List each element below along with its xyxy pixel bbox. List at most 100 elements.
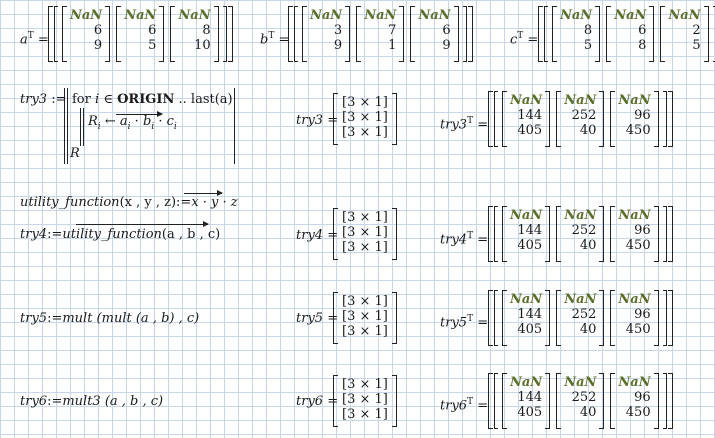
matrix-cell[interactable]: 252: [571, 223, 597, 238]
matrix-cell[interactable]: 40: [579, 238, 597, 253]
matrix-cell[interactable]: 252: [571, 307, 597, 322]
matrix-cell[interactable]: 144: [517, 223, 543, 238]
matrix-cell[interactable]: 450: [625, 238, 651, 253]
nested-cell[interactable]: [3 × 1]: [342, 392, 388, 407]
nested-cell[interactable]: [3 × 1]: [342, 110, 388, 125]
try4-definition[interactable]: try4:=utility_function(a , b , c): [20, 227, 221, 242]
program-right-bar: [234, 88, 235, 164]
matrix-cell[interactable]: 5: [148, 38, 157, 53]
nan-cell[interactable]: NaN: [614, 8, 647, 23]
try6-result-label: try6 =: [296, 394, 339, 409]
matrix-cell[interactable]: 6: [148, 23, 157, 38]
matrix-cell[interactable]: 96: [634, 390, 651, 405]
matrix-cell[interactable]: 40: [579, 123, 597, 138]
matrix-cell[interactable]: 9: [93, 38, 103, 53]
nan-cell[interactable]: NaN: [668, 8, 701, 23]
try3-transpose-label: try3T =: [440, 116, 489, 133]
a-transpose-label: aT =: [20, 31, 49, 48]
matrix-cell[interactable]: 40: [579, 405, 597, 420]
nested-cell[interactable]: [3 × 1]: [342, 210, 388, 225]
nan-cell[interactable]: NaN: [618, 375, 651, 390]
try4-transpose-label: try4T =: [440, 231, 489, 248]
nan-cell[interactable]: NaN: [618, 208, 651, 223]
matrix-cell[interactable]: 450: [625, 123, 651, 138]
nested-cell[interactable]: [3 × 1]: [342, 377, 388, 392]
matrix-cell[interactable]: 144: [517, 390, 543, 405]
matrix-cell[interactable]: 40: [579, 322, 597, 337]
matrix-cell[interactable]: 10: [194, 38, 211, 53]
matrix-cell[interactable]: 7: [388, 23, 397, 38]
matrix-cell[interactable]: 144: [517, 307, 543, 322]
nan-cell[interactable]: NaN: [70, 8, 103, 23]
matrix-cell[interactable]: 405: [517, 405, 543, 420]
nan-cell[interactable]: NaN: [124, 8, 157, 23]
matrix-cell[interactable]: 6: [442, 23, 451, 38]
nan-cell[interactable]: NaN: [564, 208, 597, 223]
program-bar-inner: [67, 88, 68, 164]
matrix-cell[interactable]: 405: [517, 322, 543, 337]
matrix-cell[interactable]: 6: [638, 23, 647, 38]
matrix-cell[interactable]: 8: [638, 38, 647, 53]
nan-cell[interactable]: NaN: [510, 93, 543, 108]
matrix-cell[interactable]: 9: [442, 38, 451, 53]
nested-cell[interactable]: [3 × 1]: [342, 294, 388, 309]
nan-cell[interactable]: NaN: [510, 375, 543, 390]
nan-cell[interactable]: NaN: [178, 8, 211, 23]
matrix-cell[interactable]: 9: [333, 38, 343, 53]
nan-cell[interactable]: NaN: [560, 8, 593, 23]
matrix-cell[interactable]: 8: [583, 23, 593, 38]
matrix-cell[interactable]: 405: [517, 238, 543, 253]
nan-cell[interactable]: NaN: [618, 93, 651, 108]
nan-cell[interactable]: NaN: [564, 292, 597, 307]
nested-cell[interactable]: [3 × 1]: [342, 407, 388, 422]
matrix-cell[interactable]: 96: [634, 223, 651, 238]
try3-program[interactable]: try3 := for i ∈ ORIGIN .. last(a) Ri ← a…: [20, 88, 240, 166]
matrix-cell[interactable]: 1: [388, 38, 397, 53]
nested-cell[interactable]: [3 × 1]: [342, 240, 388, 255]
matrix-cell[interactable]: 96: [634, 108, 651, 123]
matrix-cell[interactable]: 144: [517, 108, 543, 123]
utility-function-definition[interactable]: utility_function(x , y , z):=x · y · z: [20, 195, 238, 210]
loop-bar-inner: [83, 108, 84, 146]
try4-result-label: try4 =: [296, 228, 339, 243]
matrix-cell[interactable]: 252: [571, 108, 597, 123]
nested-cell[interactable]: [3 × 1]: [342, 95, 388, 110]
nan-cell[interactable]: NaN: [564, 93, 597, 108]
matrix-cell[interactable]: 8: [202, 23, 211, 38]
matrix-cell[interactable]: 5: [583, 38, 593, 53]
nan-cell[interactable]: NaN: [310, 8, 343, 23]
nan-cell[interactable]: NaN: [510, 292, 543, 307]
matrix-cell[interactable]: 450: [625, 322, 651, 337]
matrix-cell[interactable]: 3: [333, 23, 343, 38]
nan-cell[interactable]: NaN: [510, 208, 543, 223]
try5-definition[interactable]: try5:=mult (mult (a , b) , c): [20, 311, 200, 326]
nan-cell[interactable]: NaN: [564, 375, 597, 390]
program-bar: [64, 88, 65, 164]
matrix-cell[interactable]: 5: [692, 38, 701, 53]
nested-cell[interactable]: [3 × 1]: [342, 225, 388, 240]
nested-cell[interactable]: [3 × 1]: [342, 324, 388, 339]
matrix-cell[interactable]: 96: [634, 307, 651, 322]
nan-cell[interactable]: NaN: [418, 8, 451, 23]
matrix-cell[interactable]: 6: [93, 23, 103, 38]
nested-cell[interactable]: [3 × 1]: [342, 309, 388, 324]
matrix-cell[interactable]: 405: [517, 123, 543, 138]
nan-cell[interactable]: NaN: [618, 292, 651, 307]
matrix-cell[interactable]: 252: [571, 390, 597, 405]
matrix-cell[interactable]: 2: [692, 23, 701, 38]
try6-definition[interactable]: try6:=mult3 (a , b , c): [20, 394, 164, 409]
nan-cell[interactable]: NaN: [364, 8, 397, 23]
nested-cell[interactable]: [3 × 1]: [342, 125, 388, 140]
matrix-cell[interactable]: 450: [625, 405, 651, 420]
loop-body: Ri ← ai · bi · ci: [88, 114, 177, 132]
